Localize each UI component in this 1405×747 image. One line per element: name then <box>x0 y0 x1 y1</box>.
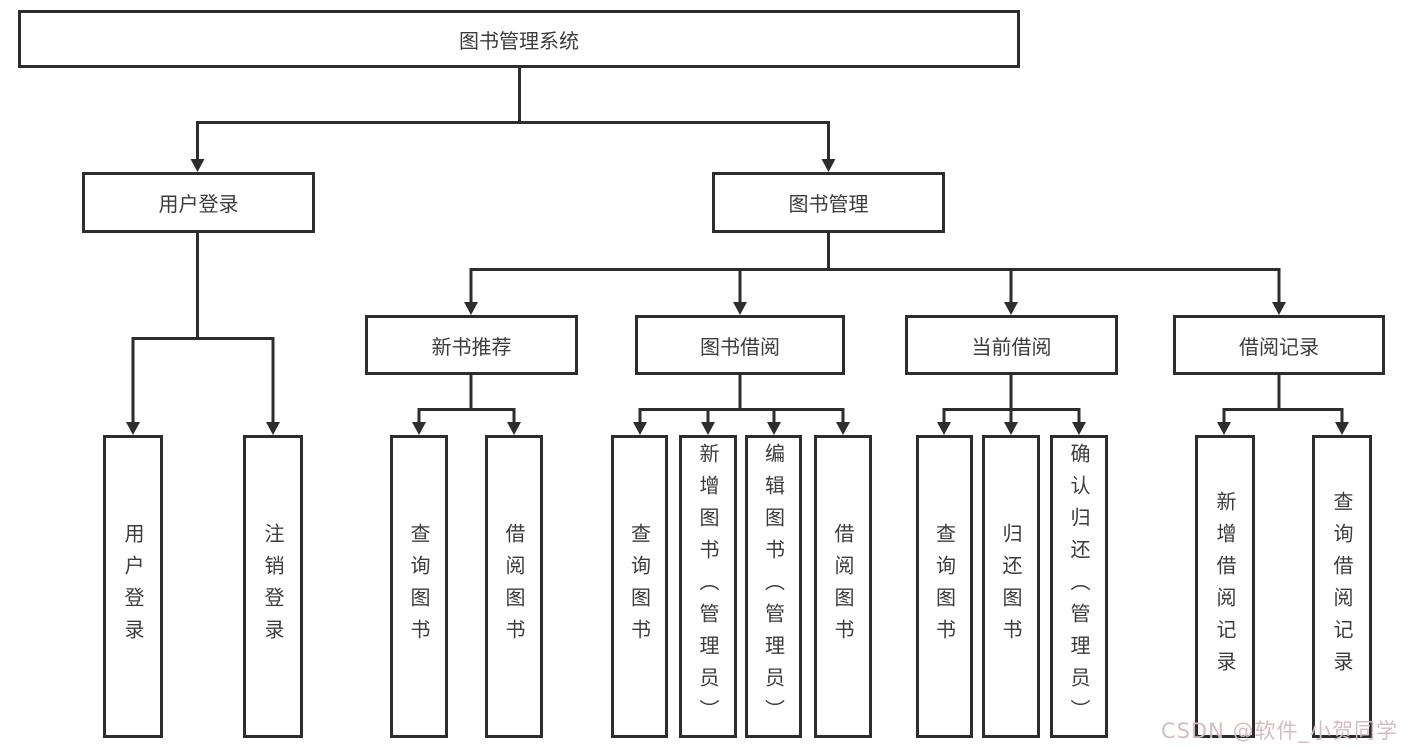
arrow-down-icon <box>464 302 478 315</box>
node-current-borrow: 当前借阅 <box>905 315 1118 375</box>
leaf-label: 用户登录 <box>121 522 145 651</box>
arrow-down-icon <box>836 422 850 435</box>
connector <box>131 337 275 424</box>
arrow-down-icon <box>937 422 951 435</box>
leaf-label: 查询借阅记录 <box>1330 490 1354 683</box>
leaf-label: 查询图书 <box>407 522 431 651</box>
leaf-label: 归还图书 <box>999 522 1023 651</box>
connector <box>469 268 1281 303</box>
leaf-query-books: 查询图书 <box>611 435 668 738</box>
arrow-down-icon <box>733 302 747 315</box>
leaf-label: 新增借阅记录 <box>1213 490 1237 683</box>
arrow-down-icon <box>1272 302 1286 315</box>
leaf-edit-books-admin: 编辑图书（管理员） <box>745 435 802 738</box>
leaf-label: 确认归还（管理员） <box>1067 442 1091 731</box>
connector <box>196 121 830 160</box>
connector <box>638 408 845 424</box>
leaf-query-books: 查询图书 <box>390 435 448 738</box>
node-borrow-records: 借阅记录 <box>1173 315 1385 375</box>
leaf-query-books: 查询图书 <box>916 435 973 738</box>
leaf-user-login: 用户登录 <box>103 435 163 738</box>
arrow-down-icon <box>126 422 140 435</box>
leaf-label: 借阅图书 <box>502 522 526 651</box>
leaf-label: 查询图书 <box>932 522 957 651</box>
leaf-query-borrow-record: 查询借阅记录 <box>1312 435 1372 738</box>
connector <box>417 408 516 424</box>
arrow-down-icon <box>507 422 521 435</box>
arrow-down-icon <box>190 159 205 172</box>
leaf-return-books: 归还图书 <box>982 435 1040 738</box>
leaf-borrow-books: 借阅图书 <box>485 435 543 738</box>
node-new-book-recommend: 新书推荐 <box>365 315 578 375</box>
node-book-management: 图书管理 <box>712 172 945 233</box>
node-book-borrow: 图书借阅 <box>635 315 845 375</box>
node-root: 图书管理系统 <box>18 10 1020 68</box>
leaf-add-borrow-record: 新增借阅记录 <box>1195 435 1255 738</box>
arrow-down-icon <box>1004 422 1018 435</box>
arrow-down-icon <box>1335 422 1349 435</box>
arrow-down-icon <box>1217 422 1231 435</box>
arrow-down-icon <box>633 422 647 435</box>
leaf-label: 查询图书 <box>627 522 652 651</box>
connector <box>1222 408 1344 424</box>
leaf-borrow-books: 借阅图书 <box>814 435 872 738</box>
arrow-down-icon <box>821 159 836 172</box>
arrow-down-icon <box>767 422 781 435</box>
leaf-confirm-return-admin: 确认归还（管理员） <box>1050 435 1108 738</box>
leaf-add-books-admin: 新增图书（管理员） <box>679 435 737 738</box>
watermark: CSDN @软件_小贺同学 <box>1160 719 1398 743</box>
leaf-label: 编辑图书（管理员） <box>761 442 786 731</box>
leaf-label: 新增图书（管理员） <box>696 442 720 731</box>
node-user-login: 用户登录 <box>82 172 315 233</box>
arrowheads <box>126 159 1349 435</box>
arrow-down-icon <box>1072 422 1086 435</box>
leaf-label: 借阅图书 <box>831 522 855 651</box>
leaf-logout: 注销登录 <box>243 435 303 738</box>
arrow-down-icon <box>412 422 426 435</box>
arrow-down-icon <box>701 422 715 435</box>
arrow-down-icon <box>1004 302 1018 315</box>
leaf-label: 注销登录 <box>261 522 285 651</box>
arrow-down-icon <box>266 422 280 435</box>
